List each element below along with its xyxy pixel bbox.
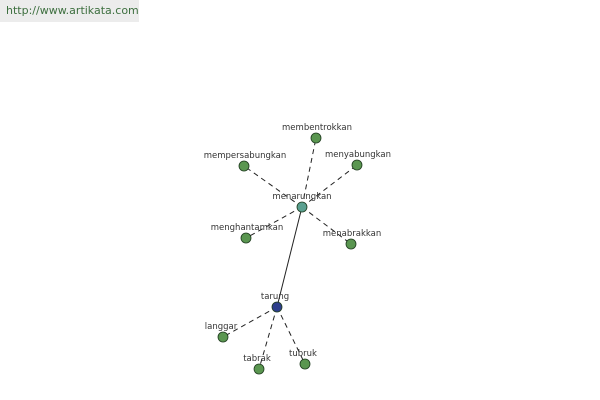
node-label-tabrak[interactable]: tabrak [243,354,271,364]
node-label-menghantamkan[interactable]: menghantamkan [211,223,283,233]
node-membentrokkan[interactable]: membentrokkan [282,123,352,144]
node-label-langgar[interactable]: langgar [205,322,238,332]
graph-edges [222,137,358,370]
node-mempersabungkan[interactable]: mempersabungkan [204,151,286,172]
node-menabrakkan[interactable]: menabrakkan [323,229,382,250]
node-tubruk[interactable]: tubruk [289,349,317,370]
node-dot-menabrakkan[interactable] [345,238,357,250]
node-dot-langgar[interactable] [217,331,229,343]
node-dot-mempersabungkan[interactable] [238,160,250,172]
site-url-banner[interactable]: http://www.artikata.com [0,0,139,22]
node-tabrak[interactable]: tabrak [243,354,271,375]
node-langgar[interactable]: langgar [205,322,238,343]
node-tarung[interactable]: tarung [261,292,289,313]
node-label-menabrakkan[interactable]: menabrakkan [323,229,382,239]
edge-tarung-tubruk [276,306,306,365]
edge-menarungkan-mempersabungkan [243,165,303,208]
node-dot-menyabungkan[interactable] [351,159,363,171]
node-dot-menghantamkan[interactable] [240,232,252,244]
edge-menarungkan-menghantamkan [245,206,303,239]
node-dot-tubruk[interactable] [299,358,311,370]
node-label-membentrokkan[interactable]: membentrokkan [282,123,352,133]
node-menyabungkan[interactable]: menyabungkan [325,150,391,171]
node-menghantamkan[interactable]: menghantamkan [211,223,283,244]
edge-menarungkan-membentrokkan [301,137,317,208]
node-menarungkan[interactable]: menarungkan [272,192,332,213]
node-dot-membentrokkan[interactable] [310,132,322,144]
edge-tarung-tabrak [258,306,278,370]
edge-menarungkan-menyabungkan [301,164,358,208]
graph-nodes: menarungkan tarung membentrokkan mempersabu… [204,123,391,375]
edge-tarung-langgar [222,306,278,338]
node-label-mempersabungkan[interactable]: mempersabungkan [204,151,286,161]
edge-tarung-menarungkan [276,206,303,308]
node-label-tubruk[interactable]: tubruk [289,349,317,359]
node-dot-tabrak[interactable] [253,363,265,375]
node-label-tarung[interactable]: tarung [261,292,289,302]
edge-menarungkan-menabrakkan [301,206,352,245]
node-label-menarungkan[interactable]: menarungkan [272,192,331,202]
node-dot-tarung[interactable] [271,301,283,313]
node-dot-menarungkan[interactable] [296,201,308,213]
node-label-menyabungkan[interactable]: menyabungkan [325,150,391,160]
